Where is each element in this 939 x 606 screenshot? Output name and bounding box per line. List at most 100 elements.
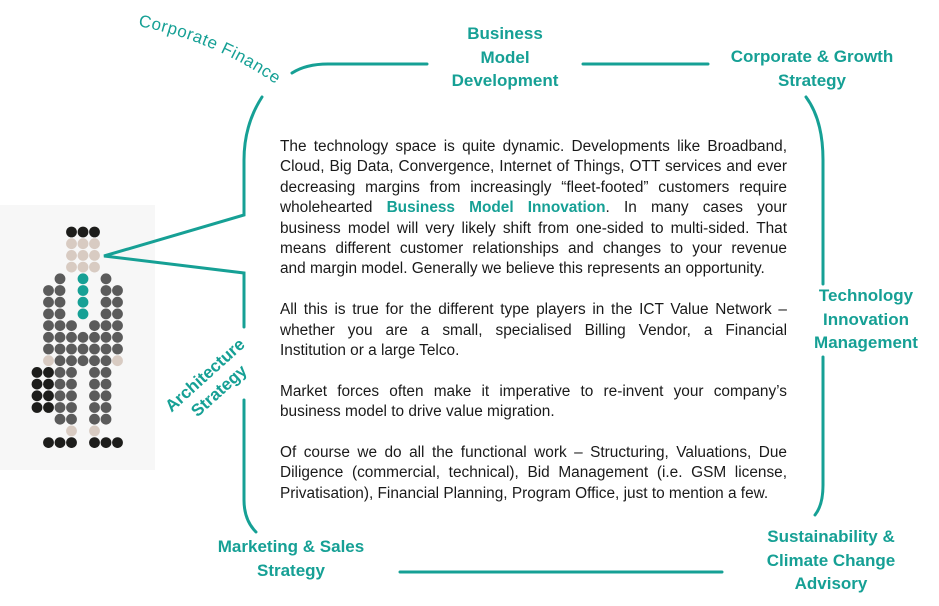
figure-dot bbox=[54, 355, 66, 367]
figure-dot bbox=[77, 273, 89, 285]
text-line: Market forces often make it imperative t… bbox=[280, 382, 787, 400]
figure-dot bbox=[100, 320, 112, 331]
figure-dot bbox=[77, 261, 89, 273]
figure-dot bbox=[112, 296, 123, 308]
figure-dot bbox=[43, 285, 54, 296]
figure-dot bbox=[43, 437, 54, 448]
figure-dot bbox=[89, 261, 100, 273]
figure-dot bbox=[100, 355, 112, 367]
speech-pointer-line bbox=[103, 95, 264, 329]
figure-dot bbox=[66, 320, 77, 331]
figure-dot bbox=[54, 413, 66, 425]
figure-dot bbox=[89, 355, 100, 367]
figure-dot bbox=[43, 320, 54, 331]
figure-dot bbox=[43, 402, 54, 413]
highlight-business-model-innovation: Business Model Innovation bbox=[386, 199, 606, 217]
figure-dot bbox=[43, 367, 54, 378]
label-line: Development bbox=[451, 71, 559, 90]
figure-dot bbox=[77, 343, 89, 355]
label-line: Strategy bbox=[256, 560, 326, 580]
figure-dot bbox=[66, 367, 77, 378]
figure-dot bbox=[89, 402, 100, 413]
businessman-dot-figure bbox=[31, 226, 123, 448]
figure-dot bbox=[89, 238, 100, 250]
text-line: whether you are a small, specialised Bil… bbox=[280, 321, 787, 339]
figure-dot bbox=[89, 390, 100, 402]
label-line: Management bbox=[814, 333, 918, 352]
figure-dot bbox=[43, 296, 54, 308]
paragraph-functional-work: Of course we do all the functional work … bbox=[280, 443, 787, 504]
figure-dot bbox=[77, 331, 89, 343]
figure-dot bbox=[66, 238, 77, 250]
label-line: Advisory bbox=[794, 574, 868, 593]
figure-dot bbox=[54, 390, 66, 402]
text-line: business model to drive value migration. bbox=[280, 403, 555, 421]
figure-dot bbox=[89, 226, 100, 238]
figure-dot bbox=[77, 238, 89, 250]
label-sustainability-climate-change: Sustainability & Climate Change Advisory bbox=[767, 525, 895, 596]
figure-dot bbox=[89, 367, 100, 378]
figure-dot bbox=[112, 331, 123, 343]
figure-dot bbox=[31, 390, 43, 402]
figure-dot bbox=[77, 285, 89, 296]
figure-dot bbox=[100, 413, 112, 425]
text-line: decreasing margins from increasingly “fl… bbox=[280, 178, 787, 196]
label-corporate-finance: Corporate Finance bbox=[137, 11, 284, 87]
figure-dot bbox=[66, 250, 77, 261]
description-text: The technology space is quite dynamic. D… bbox=[280, 137, 787, 525]
figure-dot bbox=[54, 308, 66, 320]
text-line: Of course we do all the functional work … bbox=[280, 444, 787, 462]
figure-dot bbox=[54, 285, 66, 296]
figure-dot bbox=[66, 331, 77, 343]
figure-dot bbox=[31, 367, 43, 378]
figure-dot bbox=[66, 378, 77, 390]
figure-dot bbox=[54, 273, 66, 285]
figure-dot bbox=[54, 437, 66, 448]
figure-dot bbox=[43, 355, 54, 367]
figure-dot bbox=[100, 367, 112, 378]
text-line: Institution or a large Telco. bbox=[280, 342, 460, 360]
figure-dot bbox=[112, 285, 123, 296]
figure-dot bbox=[66, 355, 77, 367]
figure-dot bbox=[54, 367, 66, 378]
figure-dot bbox=[100, 437, 112, 448]
figure-dot bbox=[112, 308, 123, 320]
text-line: means different customer relationships a… bbox=[280, 240, 787, 258]
figure-dot bbox=[66, 425, 77, 437]
figure-dot bbox=[54, 320, 66, 331]
text-line: business model will very likely shift fr… bbox=[280, 219, 787, 237]
figure-dot bbox=[100, 331, 112, 343]
figure-dot bbox=[77, 226, 89, 238]
label-line: Technology bbox=[818, 286, 914, 305]
figure-dot bbox=[89, 378, 100, 390]
figure-dot bbox=[89, 437, 100, 448]
figure-dot bbox=[43, 331, 54, 343]
text-line: wholehearted Business Model Innovation. … bbox=[280, 198, 787, 218]
paragraph-market-forces: Market forces often make it imperative t… bbox=[280, 382, 787, 423]
figure-dot bbox=[112, 355, 123, 367]
figure-dot bbox=[100, 296, 112, 308]
figure-dot bbox=[89, 425, 100, 437]
label-line: Climate Change bbox=[766, 550, 896, 570]
label-line: Corporate & Growth bbox=[730, 47, 894, 66]
figure-dot bbox=[31, 378, 43, 390]
frame-right-upper-segment bbox=[804, 95, 825, 286]
corporate-finance-text: Corporate Finance bbox=[137, 11, 284, 87]
figure-dot bbox=[66, 343, 77, 355]
figure-dot bbox=[66, 437, 77, 448]
label-line: Marketing & Sales bbox=[217, 537, 365, 556]
frame-left-lower-segment bbox=[242, 398, 258, 534]
figure-dot bbox=[54, 331, 66, 343]
figure-dot bbox=[66, 226, 77, 238]
label-marketing-sales-strategy: Marketing & Sales Strategy bbox=[218, 535, 364, 582]
figure-dot bbox=[89, 250, 100, 261]
figure-dot bbox=[100, 285, 112, 296]
frame-right-lower-segment bbox=[813, 355, 825, 517]
label-line: Innovation bbox=[823, 309, 909, 329]
figure-dot bbox=[66, 390, 77, 402]
figure-dot bbox=[112, 320, 123, 331]
figure-dot bbox=[66, 261, 77, 273]
label-line: Sustainability & bbox=[767, 527, 895, 546]
paragraph-intro: The technology space is quite dynamic. D… bbox=[280, 137, 787, 280]
